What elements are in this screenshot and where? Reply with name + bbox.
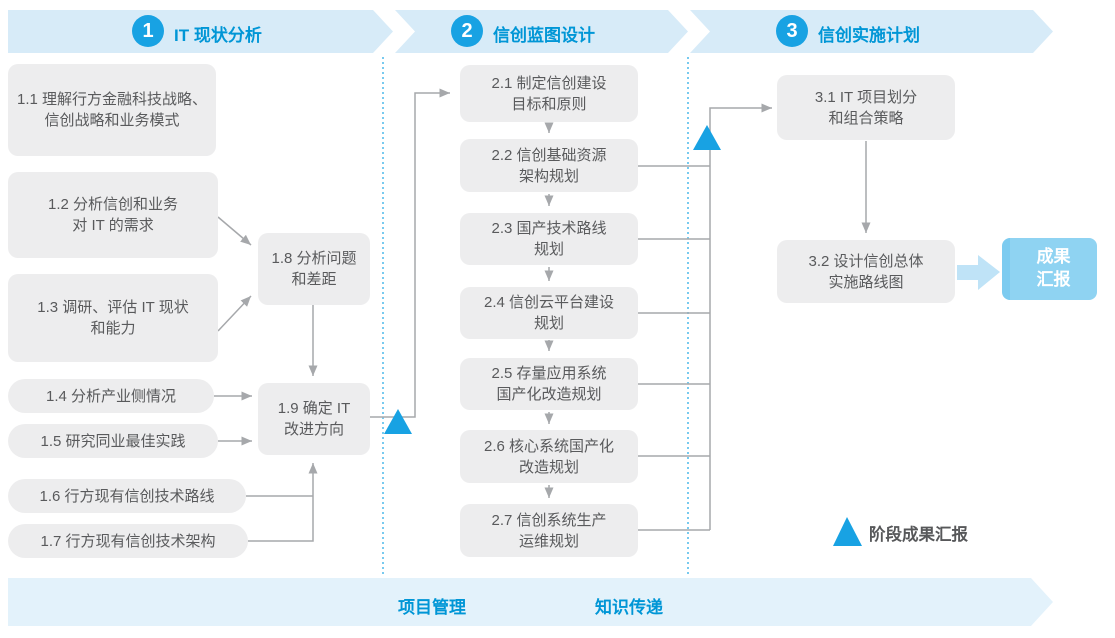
arrow-1-9-to-2-1 [370,88,450,418]
phase1-banner [8,10,393,53]
footer-item-project-management: 项目管理 [398,598,466,617]
arrow-1-7-to-1-9 [248,463,318,542]
box-1-8: 1.8 分析问题 和差距 [258,233,370,305]
box-2-5: 2.5 存量应用系统 国产化改造规划 [460,358,638,410]
box-1-9: 1.9 确定 IT 改进方向 [258,383,370,455]
box-1-1: 1.1 理解行方金融科技战略、 信创战略和业务模式 [8,64,216,156]
box-3-1: 3.1 IT 项目划分 和组合策略 [777,75,955,140]
box-1-2: 1.2 分析信创和业务 对 IT 的需求 [8,172,218,258]
box-1-7: 1.7 行方现有信创技术架构 [8,524,248,558]
box-2-1: 2.1 制定信创建设 目标和原则 [460,65,638,122]
footer-banner [8,578,1053,626]
phase3-number-badge: 3 [776,15,808,47]
phase2-number-badge: 2 [451,15,483,47]
box-1-5: 1.5 研究同业最佳实践 [8,424,218,458]
legend-triangle-icon [833,517,862,546]
phase3-number: 3 [786,19,798,42]
box-1-4: 1.4 分析产业侧情况 [8,379,214,413]
phase2-title: 信创蓝图设计 [493,26,595,45]
box-3-2: 3.2 设计信创总体 实施路线图 [777,240,955,303]
phase1-number-badge: 1 [132,15,164,47]
phase1-title: IT 现状分析 [174,26,262,45]
arrow-1-2-to-1-8 [217,216,252,246]
phase2-banner [395,10,688,53]
phase2-number: 2 [461,19,473,42]
arrow-3-2-to-result-block [957,255,1000,290]
legend-label: 阶段成果汇报 [869,526,968,544]
phase2-milestone-triangle-icon [693,125,721,150]
arrow-bus-to-3-1 [709,103,772,530]
phase1-milestone-triangle-icon [384,409,412,434]
box-1-6: 1.6 行方现有信创技术路线 [8,479,246,513]
box-1-3: 1.3 调研、评估 IT 现状 和能力 [8,274,218,362]
arrow-1-3-to-1-8 [217,295,252,332]
phase1-number: 1 [142,19,154,42]
box-2-6: 2.6 核心系统国产化 改造规划 [460,430,638,483]
box-2-4: 2.4 信创云平台建设 规划 [460,287,638,339]
footer-item-knowledge-transfer: 知识传递 [595,598,663,617]
box-2-3: 2.3 国产技术路线 规划 [460,213,638,265]
phase3-banner [690,10,1053,53]
box-2-2: 2.2 信创基础资源 架构规划 [460,139,638,192]
box-2-7: 2.7 信创系统生产 运维规划 [460,504,638,557]
result-report-box: 成果 汇报 [1002,238,1097,300]
phase3-title: 信创实施计划 [818,26,920,45]
